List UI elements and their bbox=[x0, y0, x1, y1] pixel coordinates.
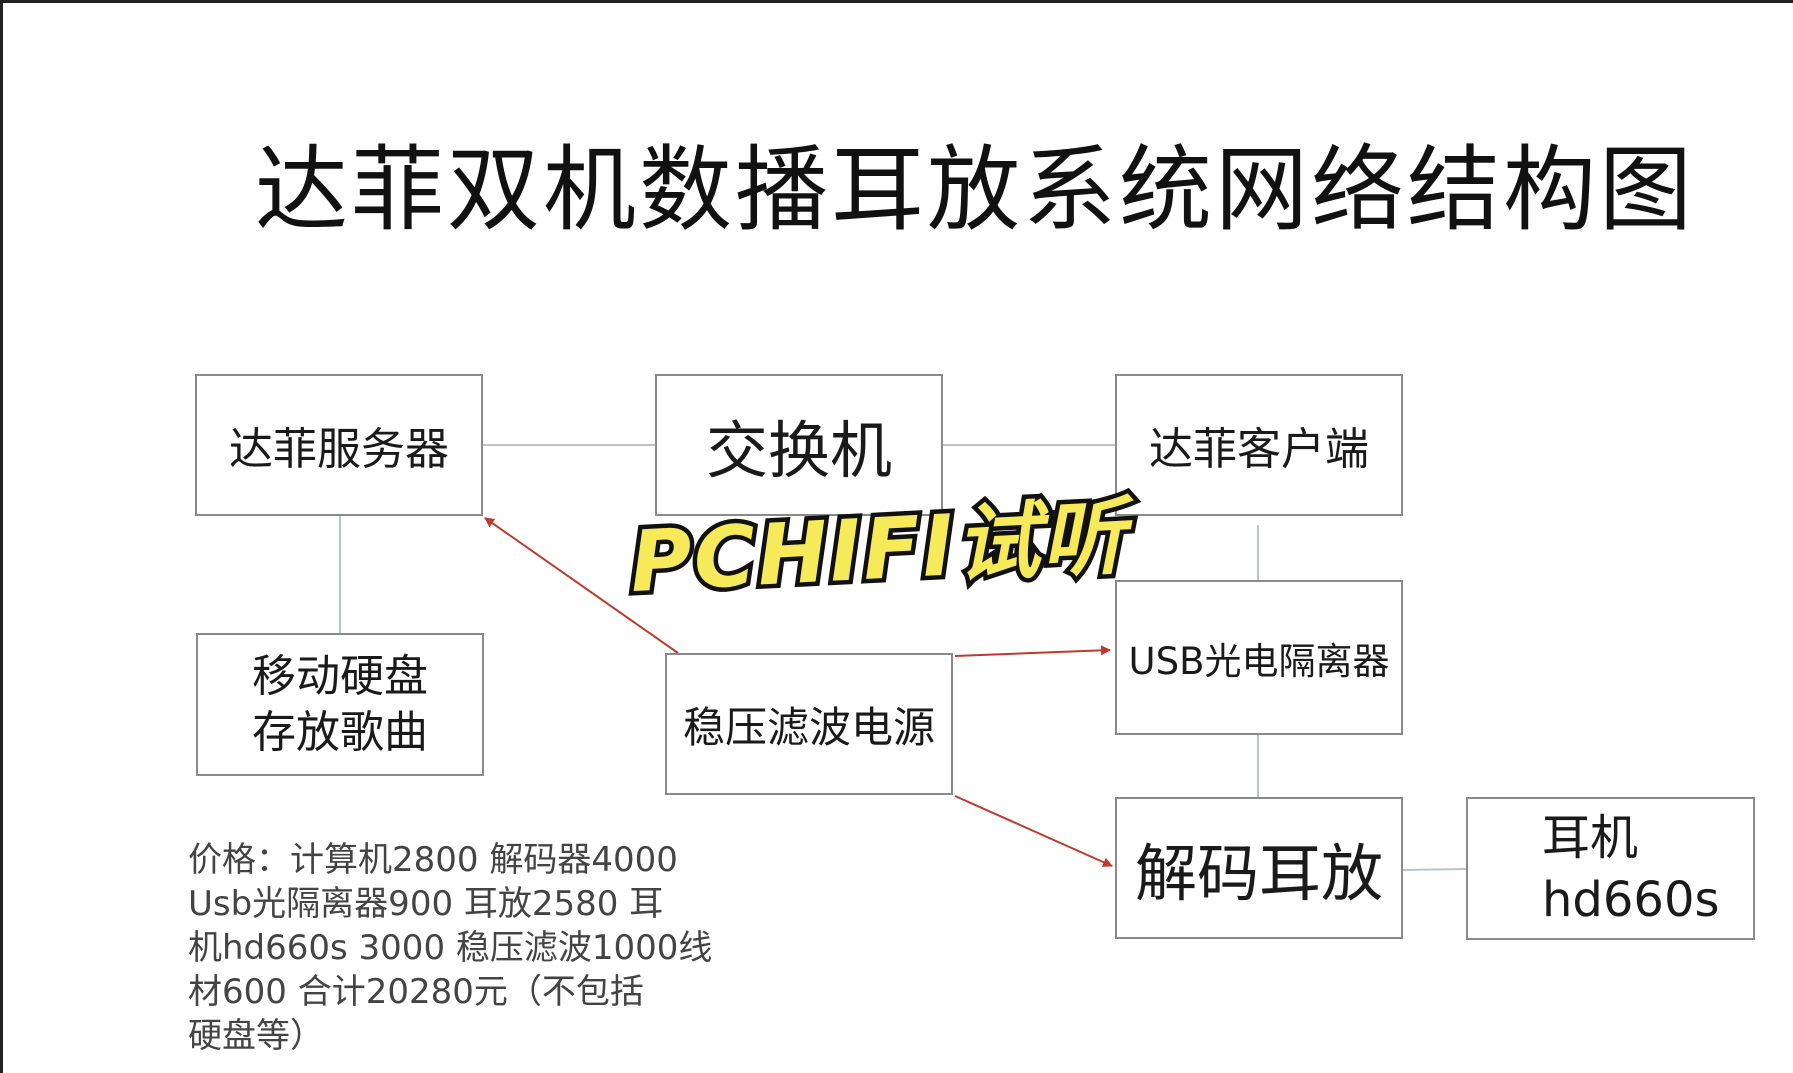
node-client: 达菲客户端 bbox=[1115, 374, 1403, 516]
node-storage-label-line1: 移动硬盘 bbox=[252, 650, 428, 702]
node-usb-isolator: USB光电隔离器 bbox=[1115, 580, 1403, 735]
slide-top-border bbox=[0, 0, 1793, 3]
node-storage-label-line2: 存放歌曲 bbox=[252, 706, 428, 758]
power-arrow-to-server bbox=[484, 517, 679, 654]
node-server: 达菲服务器 bbox=[195, 374, 483, 516]
power-arrow-to-isolator bbox=[954, 645, 1111, 657]
node-headphone: 耳机 hd660s bbox=[1466, 797, 1755, 940]
node-dac-amp: 解码耳放 bbox=[1115, 797, 1403, 939]
diagram-title: 达菲双机数播耳放系统网络结构图 bbox=[255, 136, 1695, 244]
price-note: 价格：计算机2800 解码器4000 Usb光隔离器900 耳放2580 耳 机… bbox=[188, 840, 713, 1056]
node-dac-amp-label: 解码耳放 bbox=[1134, 837, 1383, 910]
node-client-label: 达菲客户端 bbox=[1149, 424, 1369, 475]
node-usb-isolator-label: USB光电隔离器 bbox=[1128, 639, 1390, 683]
node-switch: 交换机 bbox=[655, 374, 943, 516]
node-power-supply-label: 稳压滤波电源 bbox=[682, 702, 935, 752]
link-dac-headphone bbox=[1402, 868, 1467, 871]
node-storage: 移动硬盘 存放歌曲 bbox=[196, 633, 484, 776]
node-server-label: 达菲服务器 bbox=[229, 424, 449, 475]
power-arrow-to-dac bbox=[954, 795, 1113, 867]
node-headphone-label-line2: hd660s bbox=[1542, 871, 1720, 928]
node-switch-label: 交换机 bbox=[705, 414, 892, 487]
slide-left-border bbox=[0, 0, 3, 1073]
node-power-supply: 稳压滤波电源 bbox=[665, 653, 953, 795]
node-headphone-label-line1: 耳机 bbox=[1542, 809, 1639, 866]
